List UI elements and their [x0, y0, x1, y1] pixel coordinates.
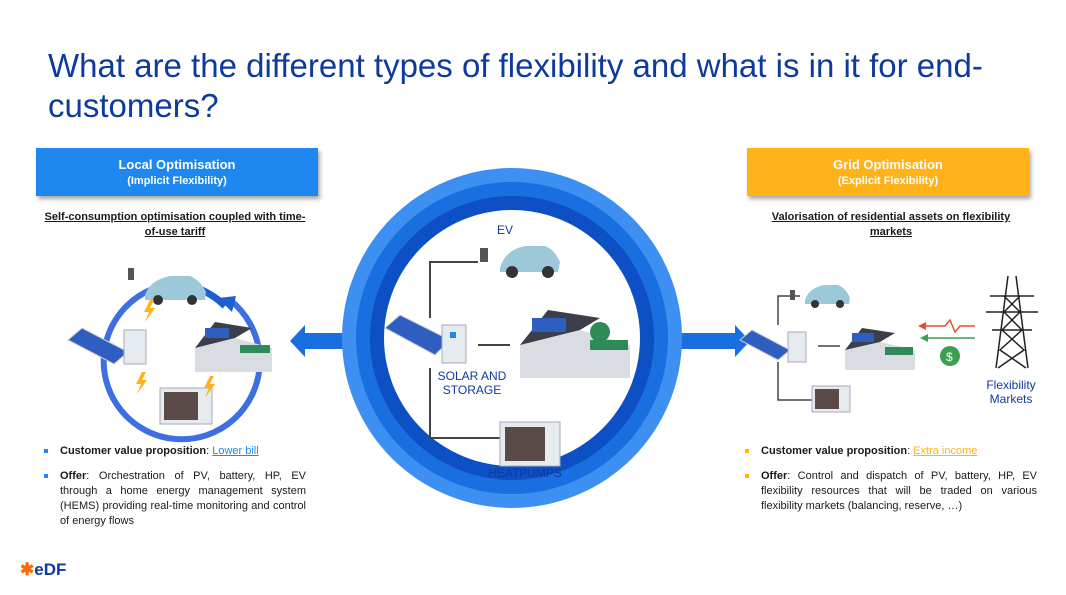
right-bullet-offer: Offer: Control and dispatch of PV, batte… — [745, 469, 1037, 514]
solar-panel-icon — [739, 329, 791, 361]
banner-subtitle: (Implicit Flexibility) — [127, 175, 227, 187]
heatpump-icon — [159, 387, 213, 425]
exchange-arrows — [918, 318, 975, 342]
value-highlight: Extra income — [913, 445, 978, 457]
markets-label-line1: Flexibility — [986, 378, 1036, 392]
ev-car-icon — [480, 246, 560, 278]
left-bullet-offer: Offer: Orchestration of PV, battery, HP,… — [44, 469, 306, 529]
ev-car-icon — [790, 285, 850, 308]
local-optimisation-banner: Local Optimisation (Implicit Flexibility… — [36, 148, 318, 196]
house-icon — [845, 328, 915, 370]
bullet-label: Offer — [60, 470, 87, 482]
heatpump-icon — [499, 421, 561, 467]
house-icon — [520, 310, 630, 378]
heatpumps-label: HEATPUMPS — [488, 466, 562, 480]
money-bag-icon: $ — [940, 346, 960, 366]
right-bullet-value: Customer value proposition: Extra income — [745, 444, 1037, 459]
ev-car-icon — [128, 268, 206, 305]
bullet-label: Customer value proposition — [761, 445, 908, 457]
solar-label-line1: SOLAR AND — [437, 369, 507, 383]
markets-label-line2: Markets — [989, 392, 1033, 406]
solar-label-line2: STORAGE — [442, 383, 502, 397]
heatpump-icon — [811, 385, 851, 413]
right-bullets: Customer value proposition: Extra income… — [745, 444, 1037, 524]
bullet-label: Offer — [761, 470, 788, 482]
bullet-text: : Control and dispatch of PV, battery, H… — [761, 470, 1037, 512]
left-subheading: Self-consumption optimisation coupled wi… — [44, 211, 306, 238]
solar-panel-icon — [67, 327, 129, 365]
ev-label: EV — [496, 223, 513, 237]
value-highlight: Lower bill — [212, 445, 259, 457]
right-subheading: Valorisation of residential assets on fl… — [771, 211, 1011, 238]
left-bullets: Customer value proposition: Lower bill O… — [44, 444, 306, 539]
banner-subtitle: (Explicit Flexibility) — [837, 175, 939, 187]
edf-logo-mark: ✱ — [20, 560, 35, 579]
svg-text:$: $ — [946, 350, 953, 364]
grid-optimisation-banner: Grid Optimisation (Explicit Flexibility) — [747, 148, 1029, 196]
pylon-icon — [986, 275, 1038, 369]
battery-icon — [123, 329, 147, 365]
house-icon — [195, 322, 272, 372]
battery-icon — [787, 331, 807, 363]
bullet-label: Customer value proposition — [60, 445, 207, 457]
bullet-text: : Orchestration of PV, battery, HP, EV t… — [60, 470, 306, 527]
lightning-icon — [136, 300, 215, 398]
left-bullet-value: Customer value proposition: Lower bill — [44, 444, 306, 459]
banner-title: Grid Optimisation — [833, 157, 943, 172]
edf-logo: ✱eDF — [20, 560, 66, 580]
flexibility-markets-label: Flexibility Markets — [976, 378, 1046, 406]
page-title: What are the different types of flexibil… — [48, 47, 983, 124]
edf-logo-text: eDF — [34, 560, 67, 579]
solar-storage-label: SOLAR AND STORAGE — [430, 369, 514, 397]
battery-icon — [441, 324, 467, 364]
central-circle — [342, 168, 682, 508]
banner-title: Local Optimisation — [118, 157, 236, 172]
